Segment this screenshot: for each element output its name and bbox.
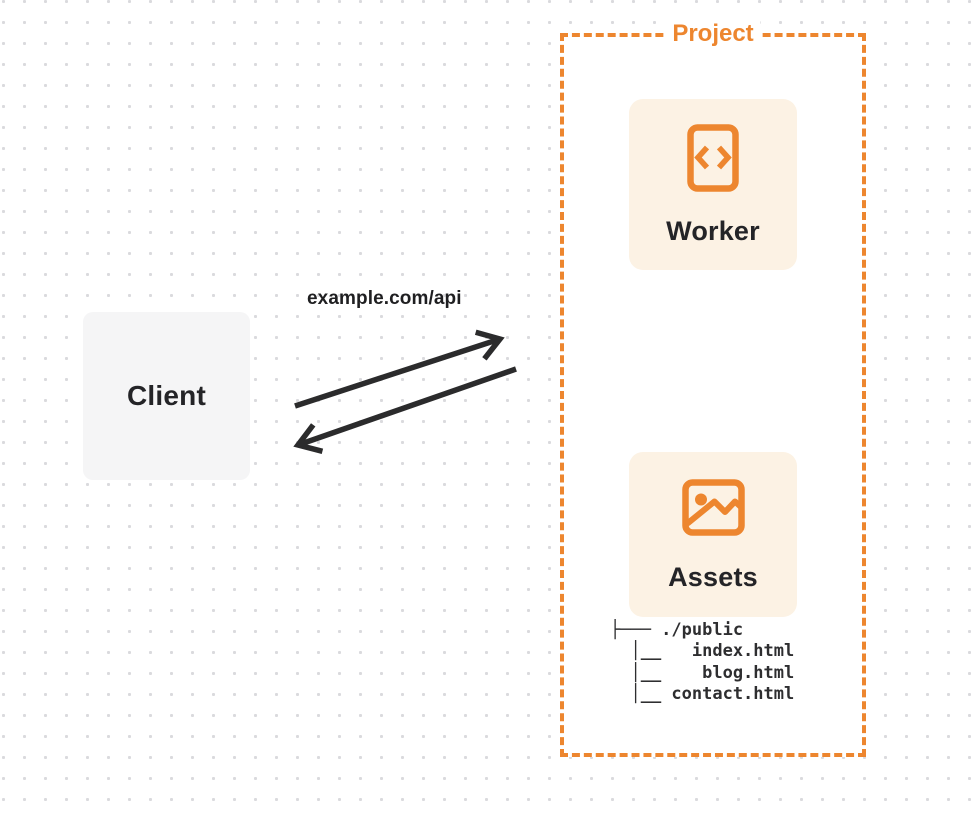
code-file-icon bbox=[687, 124, 739, 192]
file-tree-item: │__ index.html bbox=[610, 641, 795, 662]
worker-label: Worker bbox=[666, 216, 760, 246]
file-tree-root: ├─── ./public bbox=[610, 620, 744, 640]
client-label: Client bbox=[127, 380, 206, 411]
project-label: Project bbox=[665, 20, 761, 48]
request-url-label: example.com/api bbox=[307, 288, 462, 309]
request-arrow bbox=[294, 329, 505, 409]
response-arrow bbox=[293, 366, 517, 454]
assets-label: Assets bbox=[668, 561, 758, 592]
image-icon bbox=[681, 478, 745, 536]
file-tree-item: │__ contact.html bbox=[610, 683, 795, 704]
client-node: Client bbox=[83, 312, 250, 480]
assets-file-tree: ├─── ./public │__ index.html │__ blog.ht… bbox=[610, 620, 794, 705]
assets-node: Assets bbox=[629, 452, 797, 617]
project-container: Project Worker Assets ├─── ./pu bbox=[560, 20, 866, 757]
worker-node: Worker bbox=[629, 99, 797, 270]
file-tree-item: │__ blog.html bbox=[610, 662, 795, 683]
